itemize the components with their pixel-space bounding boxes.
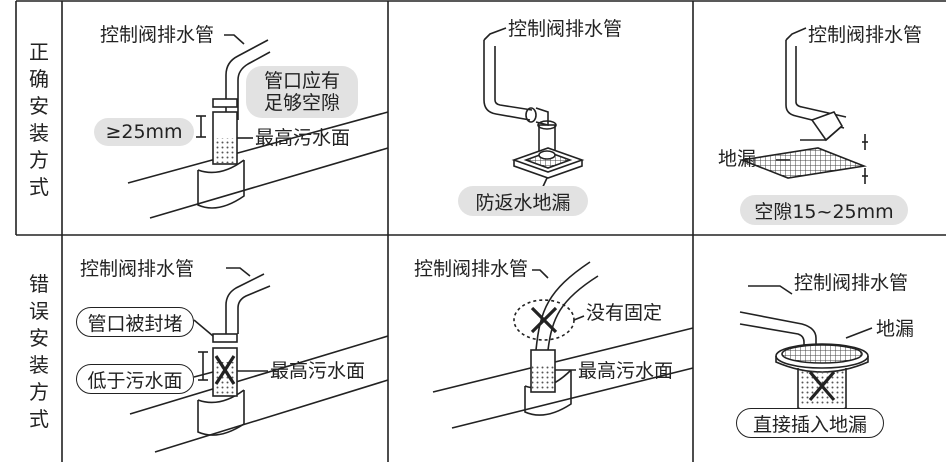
c1-water-level-label: 最高污水面 [255,127,351,149]
c2-pipe-label: 控制阀排水管 [508,18,623,40]
row-label-wrong-char: 式 [29,407,49,431]
w2-pipe-label: 控制阀排水管 [414,258,529,280]
w2-water-level-label: 最高污水面 [578,360,674,382]
w3-direct-insert-badge: 直接插入地漏 [736,408,884,438]
row-label-wrong-char: 误 [29,299,49,323]
c2-drain-badge: 防返水地漏 [458,186,588,216]
w1-water-level-label: 最高污水面 [270,360,366,382]
c3-pipe-label: 控制阀排水管 [808,24,923,46]
c1-min-gap-badge: ≥25mm [94,118,194,146]
cell-correct-1-drawing [127,34,389,219]
w1-blocked-badge: 管口被封堵 [76,307,194,337]
row-label-correct: 正 确 安 装 方 式 [19,30,59,210]
row-label-wrong: 错 误 安 装 方 式 [19,262,59,442]
cell-wrong-1-drawing [129,267,389,453]
w1-below-water-badge: 低于污水面 [76,364,194,394]
c1-gap-note-line1: 管口应有 [263,70,340,92]
w2-unfixed-label: 没有固定 [586,302,663,324]
cell-correct-2-drawing [483,27,585,194]
c1-pipe-label: 控制阀排水管 [100,24,215,46]
row-label-wrong-char: 错 [29,272,49,296]
row-label-wrong-char: 安 [29,326,49,350]
row-label-correct-char: 装 [29,121,49,145]
row-label-correct-char: 正 [29,40,49,64]
c1-gap-note-line2: 足够空隙 [263,92,340,114]
w1-pipe-label: 控制阀排水管 [80,258,195,280]
row-label-correct-char: 安 [29,94,49,118]
cell-correct-3-drawing [738,27,868,184]
w3-drain-label: 地漏 [876,318,915,340]
row-label-correct-char: 式 [29,175,49,199]
c3-drain-label: 地漏 [718,148,757,170]
cell-wrong-3-drawing [739,285,873,414]
cell-wrong-2-drawing [432,261,694,429]
c1-gap-note: 管口应有 足够空隙 [246,66,358,118]
table-grid [15,0,946,462]
w3-pipe-label: 控制阀排水管 [794,272,909,294]
row-label-correct-char: 确 [29,67,49,91]
row-label-wrong-char: 方 [29,380,49,404]
row-label-wrong-char: 装 [29,353,49,377]
row-label-correct-char: 方 [29,148,49,172]
c3-gap-badge: 空隙15~25mm [740,195,908,225]
